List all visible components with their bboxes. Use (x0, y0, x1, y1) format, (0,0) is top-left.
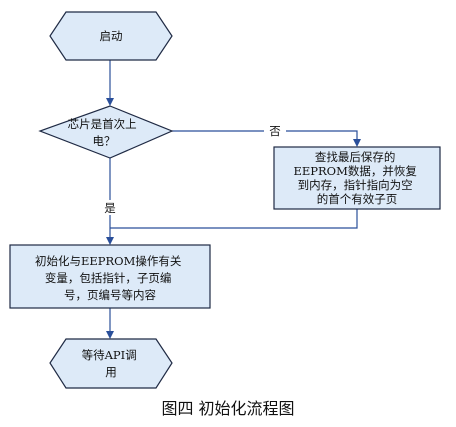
search-process-line: 的首个有效子页 (317, 192, 398, 206)
no-label-background (264, 123, 286, 138)
wait-node-line: 等待API调 (82, 348, 137, 362)
wait-node-text: 等待API调 用 (82, 348, 141, 379)
no-branch-label: 否 (269, 124, 281, 138)
init-process-line: 变量，包括指针，子页编 (45, 271, 172, 285)
wait-node: 等待API调 用 (49, 338, 173, 389)
arrowhead (353, 139, 361, 147)
init-process-line: 号，页编号等内容 (64, 288, 156, 302)
start-node-text: 启动 (100, 29, 123, 43)
start-node-line: 启动 (100, 29, 123, 43)
search-process-line: 查找最后保存的 (315, 150, 396, 164)
connector-search-to-init (110, 209, 358, 229)
arrowhead (106, 98, 114, 106)
search-process-box: 查找最后保存的 EEPROM数据，并恢复 到内存，指针指向为空 的首个有效子页 (273, 146, 441, 210)
search-process-text: 查找最后保存的 EEPROM数据，并恢复 到内存，指针指向为空 的首个有效子页 (293, 150, 420, 206)
search-process-line: EEPROM数据，并恢复 (293, 164, 417, 178)
decision-node-line: 电？ (93, 134, 116, 148)
figure-caption: 图四 初始化流程图 (161, 399, 294, 418)
decision-node: 芯片是首次上 电？ (38, 105, 174, 159)
connector-decision-to-search (172, 130, 358, 139)
yes-branch-label: 是 (104, 201, 116, 215)
start-node: 启动 (49, 11, 173, 61)
connectors (106, 60, 361, 339)
init-process-box: 初始化与EEPROM操作有关 变量，包括指针，子页编 号，页编号等内容 (9, 244, 211, 309)
decision-node-text: 芯片是首次上 电？ (68, 117, 141, 148)
decision-node-line: 芯片是首次上 (68, 117, 137, 131)
arrowhead (106, 331, 114, 339)
wait-node-line: 用 (105, 365, 117, 379)
init-process-line: 初始化与EEPROM操作有关 (35, 254, 182, 268)
search-process-line: 到内存，指针指向为空 (298, 178, 413, 192)
init-process-text: 初始化与EEPROM操作有关 变量，包括指针，子页编 号，页编号等内容 (35, 254, 185, 302)
arrowhead (106, 237, 114, 245)
yes-label-background (99, 200, 121, 215)
